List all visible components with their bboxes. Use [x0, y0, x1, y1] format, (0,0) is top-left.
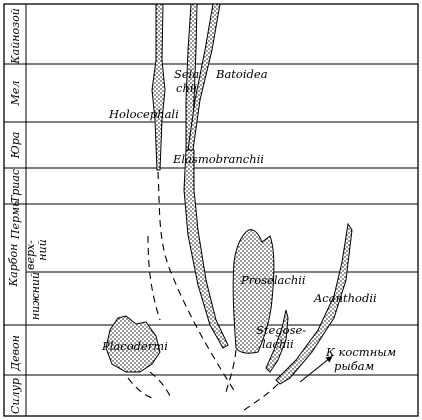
period-label-kainozoi: Кайнозой	[9, 8, 22, 65]
base-dash-left	[127, 377, 153, 399]
period-label-perm: Пермь	[9, 201, 22, 240]
label-holocephali: Holocephali	[108, 107, 179, 121]
proselachii-ancestry-dash	[225, 349, 237, 393]
label-acanthodii: Acanthodii	[313, 291, 377, 305]
label-selachii-1: Sela	[174, 67, 199, 81]
acanthodii-lineage	[275, 222, 353, 385]
label-selachii-2: chii	[176, 81, 198, 95]
period-label-trias: Триас	[9, 169, 22, 203]
label-proselachii: Proselachii	[240, 273, 306, 287]
proselachii-lineage	[232, 229, 275, 354]
label-elasmobranchii: Elasmobranchii	[172, 152, 264, 166]
chart-frame	[3, 3, 419, 417]
bony-fish-arrow	[299, 355, 333, 383]
label-bony-fish-1: К костным	[325, 345, 396, 359]
label-bony-fish-2: рыбам	[334, 359, 374, 373]
elasmobranchii-lineage	[183, 149, 229, 349]
period-label-karbon: Карбон	[7, 244, 20, 288]
label-stegoselachii-2: lachii	[262, 337, 294, 351]
stegoselachii-lineage	[265, 309, 289, 373]
period-label-yura: Юра	[9, 132, 22, 160]
period-label-karbon-lower: нижний	[29, 272, 42, 320]
period-label-karbon-upper-2: ний	[36, 239, 49, 260]
left-ancestry-dash	[147, 235, 161, 321]
label-batoidea: Batoidea	[215, 67, 268, 81]
period-boundaries	[4, 63, 418, 376]
placodermi-ancestry-dash	[149, 371, 171, 397]
label-placodermi: Placodermi	[101, 339, 168, 353]
period-label-karbon-upper-1: верх-	[24, 240, 37, 270]
period-label-silur: Силур	[9, 378, 22, 414]
label-stegoselachii-1: Stegose-	[256, 323, 306, 337]
acanthodii-ancestry-dash	[243, 383, 279, 411]
period-label-devon: Девон	[9, 335, 22, 372]
holocephali-lineage	[151, 3, 166, 171]
period-label-mel: Мел	[9, 81, 22, 107]
holocephali-ancestry-dash	[157, 171, 236, 393]
placodermi-lineage	[105, 315, 161, 373]
